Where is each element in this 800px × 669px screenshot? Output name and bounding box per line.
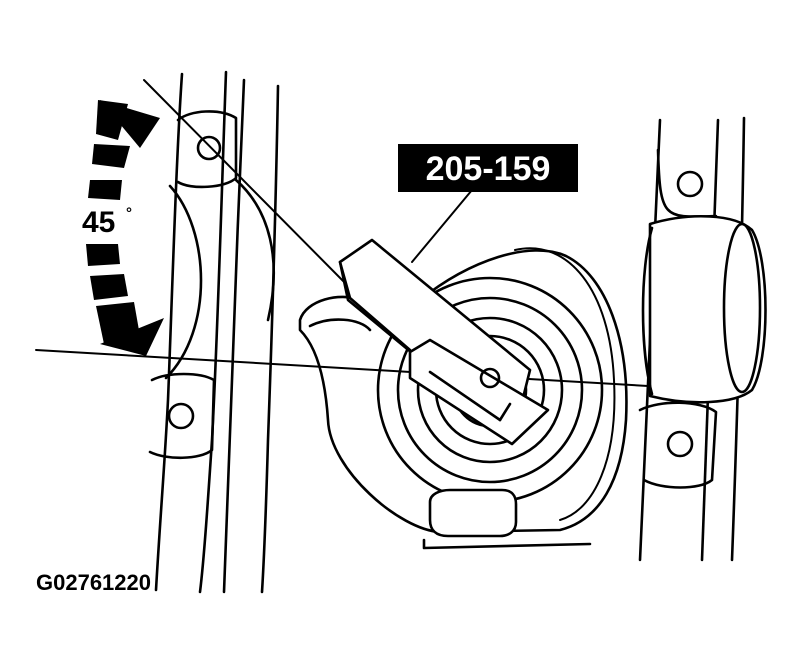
angle-value: 45 (82, 206, 115, 239)
arrowhead-lower (100, 318, 164, 356)
angle-reference-line-lower (35, 349, 649, 387)
mounting-hole-bottom-right (666, 430, 694, 458)
mounting-hole-top-left (196, 135, 222, 161)
mounting-hole-top-right (676, 170, 704, 198)
rotation-arrow: 45 ° (82, 100, 164, 356)
tool-callout: 205-159 (398, 144, 578, 192)
special-tool-205-159 (338, 189, 550, 446)
right-bracket (638, 116, 767, 562)
angle-reference-line-upper (143, 79, 355, 293)
figure-id: G02761220 (36, 570, 151, 595)
tool-label-box (398, 144, 578, 192)
crank-bolt (479, 367, 501, 389)
reference-lines (35, 79, 649, 387)
angle-unit: ° (126, 205, 132, 222)
tool-label: 205-159 (426, 150, 551, 188)
tool-leader-line (411, 189, 473, 263)
mounting-hole-bottom-left (167, 402, 195, 430)
left-bracket (148, 70, 280, 594)
